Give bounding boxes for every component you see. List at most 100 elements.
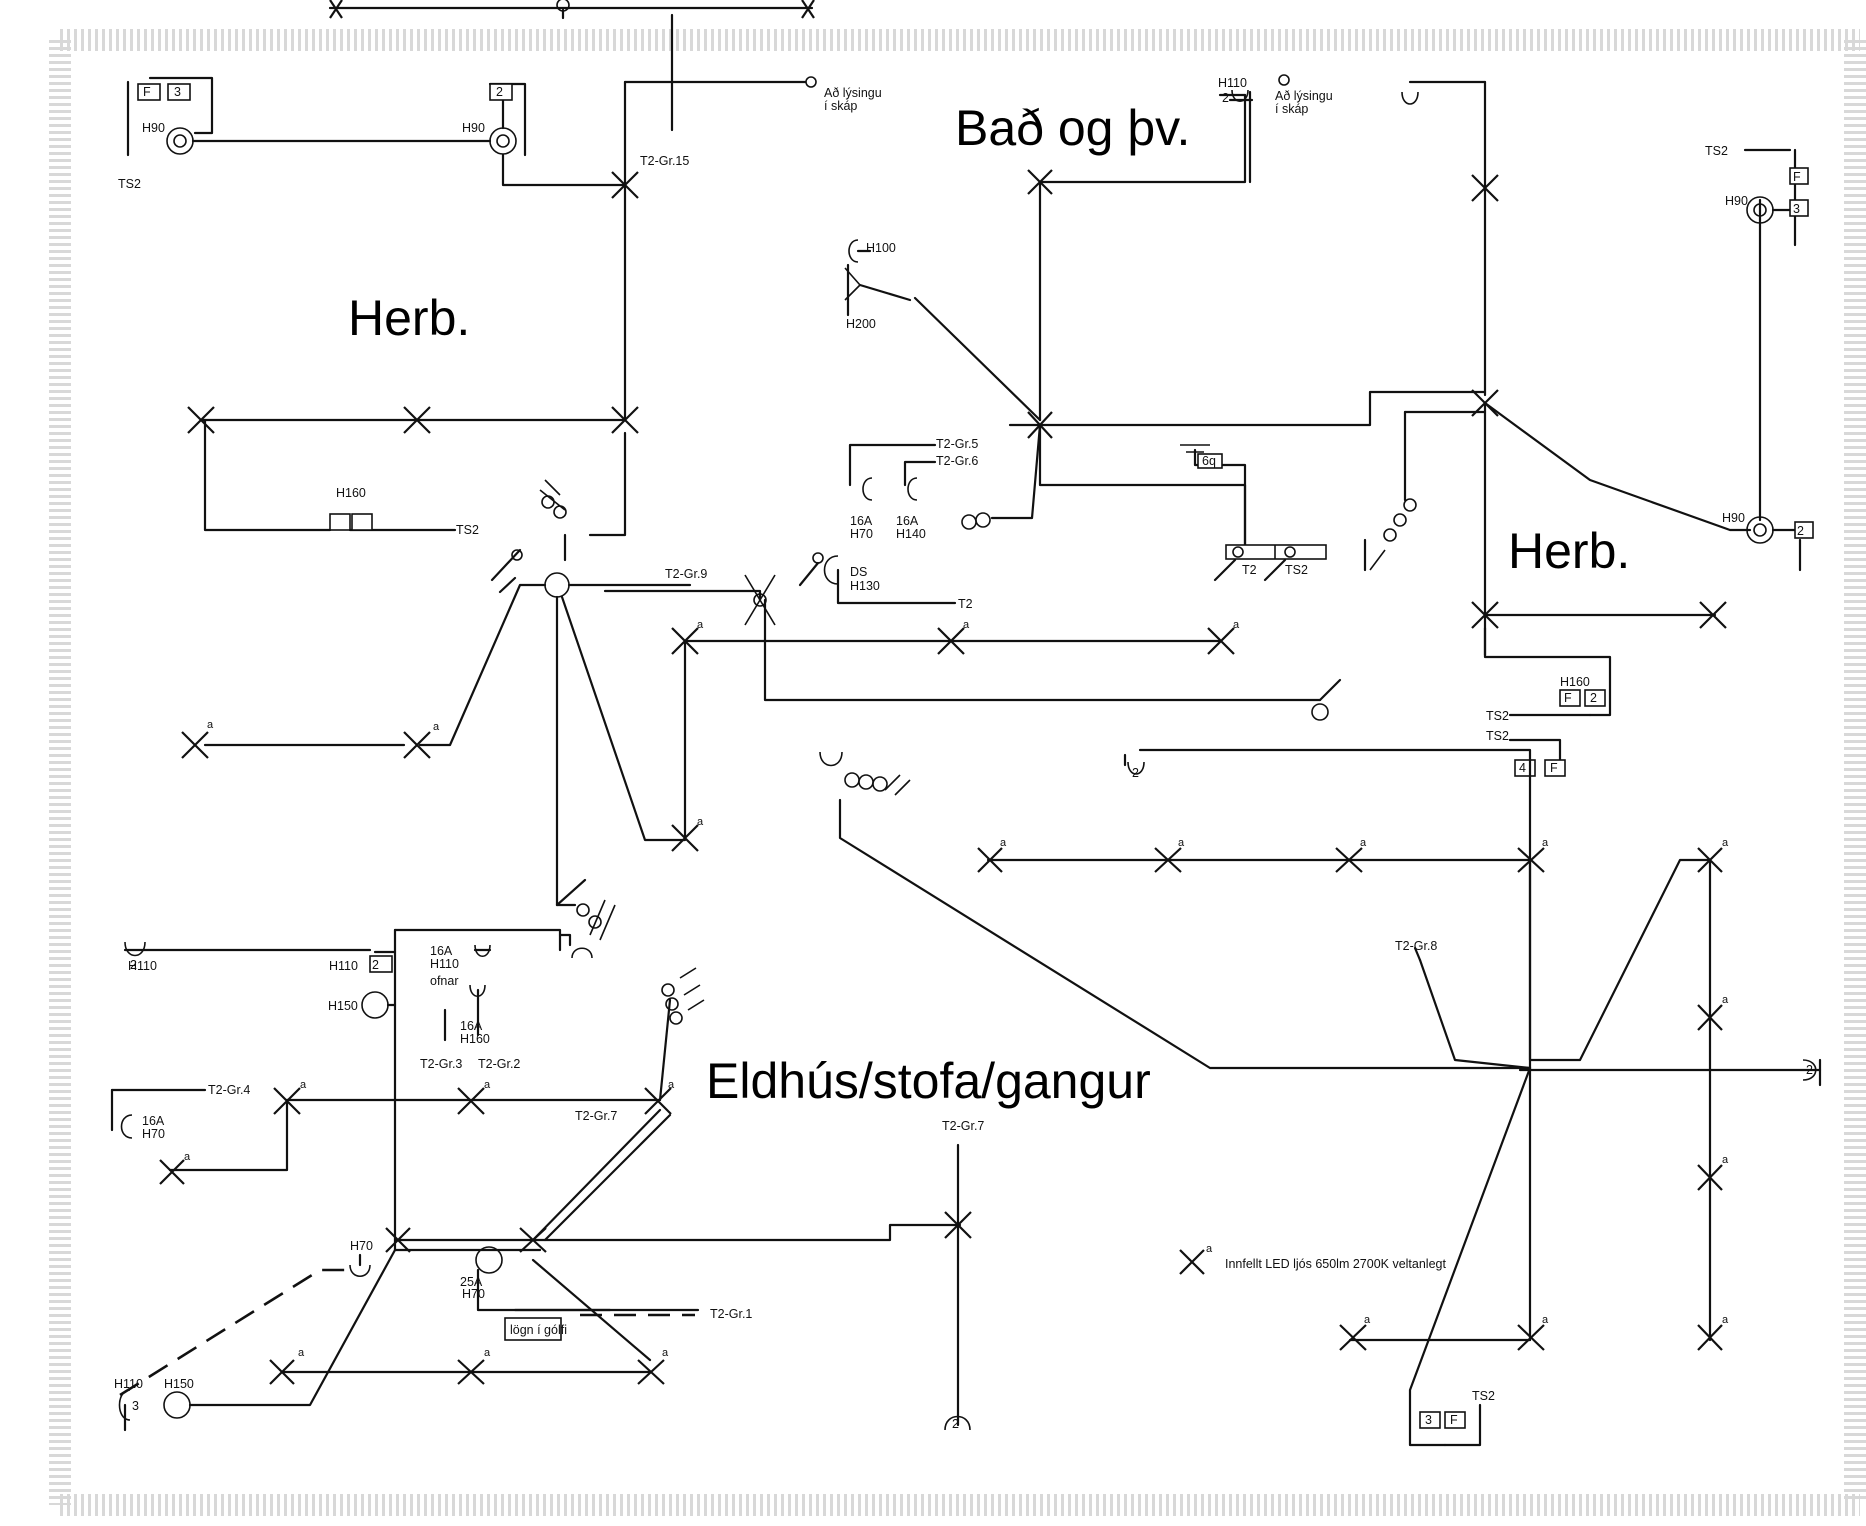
sup-hall4: a bbox=[1542, 837, 1549, 849]
bath-circuit: H110 2 Að lýsingu í skáp H100 H200 T2-Gr… bbox=[844, 74, 1752, 657]
sup-k3: a bbox=[662, 1347, 669, 1359]
label-n4: 4 bbox=[1519, 761, 1526, 775]
sup-k5: a bbox=[484, 1079, 491, 1091]
room-label-herb-left: Herb. bbox=[348, 290, 470, 346]
sup-hall10: a bbox=[1364, 1314, 1371, 1326]
sup-k1: a bbox=[298, 1347, 305, 1359]
label-ts2-bottom: TS2 bbox=[1472, 1389, 1495, 1403]
sup-k7: a bbox=[184, 1151, 191, 1163]
sup-hall2: a bbox=[1178, 837, 1185, 849]
label-ts2-tr: TS2 bbox=[1705, 144, 1728, 158]
label-h90-b: H90 bbox=[462, 121, 485, 135]
label-h160-c: H160 bbox=[460, 1032, 490, 1046]
label-n3-bl: 3 bbox=[132, 1399, 139, 1413]
room-label-kitchen: Eldhús/stofa/gangur bbox=[706, 1053, 1151, 1109]
label-ts2-box: TS2 bbox=[1285, 563, 1308, 577]
label-lysing-b: í skáp bbox=[824, 99, 857, 113]
label-h90-c: H90 bbox=[1725, 194, 1748, 208]
label-t2-gr7-b: T2-Gr.7 bbox=[942, 1119, 984, 1133]
sup-a2: a bbox=[207, 719, 214, 731]
label-ts2-h160: TS2 bbox=[456, 523, 479, 537]
sup-k2: a bbox=[484, 1347, 491, 1359]
sup-a5: a bbox=[1233, 619, 1240, 631]
legend: a Innfellt LED ljós 650lm 2700K veltanle… bbox=[1179, 1243, 1446, 1275]
sup-k4: a bbox=[300, 1079, 307, 1091]
label-n2: 2 bbox=[496, 85, 503, 99]
wall-outline bbox=[49, 29, 1866, 1516]
room-label-herb-right: Herb. bbox=[1508, 523, 1630, 579]
label-ts2-tl: TS2 bbox=[118, 177, 141, 191]
label-t2-box: T2 bbox=[1242, 563, 1257, 577]
bedroom-right-circuit: TS2 H90 H90 F 3 2 H160 TS2 TS2 F 2 4 F bbox=[1363, 144, 1814, 777]
label-h70-3: H70 bbox=[350, 1239, 373, 1253]
legend-text: Innfellt LED ljós 650lm 2700K veltanlegt bbox=[1225, 1257, 1446, 1271]
label-6q: 6q bbox=[1202, 454, 1216, 468]
label-16a-4: 16A bbox=[460, 1019, 483, 1033]
sup-hall7: a bbox=[1722, 1154, 1729, 1166]
label-h110-k: H110 bbox=[128, 959, 157, 973]
label-h130: H130 bbox=[850, 579, 880, 593]
label-h160-b: H160 bbox=[1560, 675, 1590, 689]
room-label-bath: Bað og þv. bbox=[955, 100, 1190, 156]
label-h90-d: H90 bbox=[1722, 511, 1745, 525]
label-16a-3: 16A bbox=[430, 944, 453, 958]
label-n2-k: 2 bbox=[130, 958, 137, 972]
sup-hall9: a bbox=[1542, 1314, 1549, 1326]
sup-hall8: a bbox=[1722, 1314, 1729, 1326]
label-lysing2-a: Að lýsingu bbox=[1275, 89, 1333, 103]
kitchen-circuit: H110 2 H110 2 16A H110 ofnar 16A H160 H1… bbox=[110, 878, 984, 1432]
label-n3-tr: 3 bbox=[1793, 202, 1800, 216]
hall-circuit: 2 2 T2-Gr.8 3 F TS2 a bbox=[819, 748, 1822, 1447]
label-f-tr: F bbox=[1793, 170, 1801, 184]
label-25a: 25A bbox=[460, 1275, 483, 1289]
label-t2-gr9: T2-Gr.9 bbox=[665, 567, 707, 581]
label-t2-gr4: T2-Gr.4 bbox=[208, 1083, 250, 1097]
label-h70-1: H70 bbox=[850, 527, 873, 541]
label-n2-hall: 2 bbox=[1132, 766, 1139, 780]
label-h110-b: H110 bbox=[114, 1377, 143, 1391]
sup-a6: a bbox=[697, 816, 704, 828]
label-lysing-a: Að lýsingu bbox=[824, 86, 882, 100]
label-t2-gr1: T2-Gr.1 bbox=[710, 1307, 752, 1321]
label-h200: H200 bbox=[846, 317, 876, 331]
label-h110-top: H110 bbox=[1218, 76, 1247, 90]
label-h70-4: H70 bbox=[462, 1287, 485, 1301]
label-t2-gr5: T2-Gr.5 bbox=[936, 437, 978, 451]
label-lagn: lögn í gólfi bbox=[510, 1323, 567, 1337]
sup-k6: a bbox=[668, 1079, 675, 1091]
label-h150-a: H150 bbox=[328, 999, 358, 1013]
legend-sup: a bbox=[1206, 1243, 1213, 1255]
label-16a-5: 16A bbox=[142, 1114, 165, 1128]
top-rail bbox=[328, 0, 815, 20]
label-t2-gr6: T2-Gr.6 bbox=[936, 454, 978, 468]
label-h160-a: H160 bbox=[336, 486, 366, 500]
label-ts2-r1: TS2 bbox=[1486, 709, 1509, 723]
label-h70-2: H70 bbox=[142, 1127, 165, 1141]
label-f-r2: F bbox=[1550, 761, 1558, 775]
label-f: F bbox=[143, 85, 151, 99]
label-ts2-r2: TS2 bbox=[1486, 729, 1509, 743]
label-n2-bath: 2 bbox=[1222, 91, 1229, 105]
legend-led-icon bbox=[1179, 1249, 1205, 1275]
label-h90-a: H90 bbox=[142, 121, 165, 135]
sup-hall5: a bbox=[1722, 837, 1729, 849]
label-h100: H100 bbox=[866, 241, 896, 255]
label-n2-k2: 2 bbox=[372, 958, 379, 972]
label-h140: H140 bbox=[896, 527, 926, 541]
switch-hub-center: DS H130 T2 bbox=[744, 552, 1342, 721]
label-t2-gr8: T2-Gr.8 bbox=[1395, 939, 1437, 953]
sup-a1: a bbox=[433, 721, 440, 733]
label-ds: DS bbox=[850, 565, 867, 579]
central-junction: a a a a a a T2-Gr.9 bbox=[181, 479, 1240, 907]
sup-hall6: a bbox=[1722, 994, 1729, 1006]
label-lysing2-b: í skáp bbox=[1275, 102, 1308, 116]
label-16a-1: 16A bbox=[850, 514, 873, 528]
label-f-bottom: F bbox=[1450, 1413, 1458, 1427]
label-t2-small: T2 bbox=[958, 597, 973, 611]
label-n2-gang: 2 bbox=[952, 1417, 959, 1431]
distribution-board bbox=[1225, 544, 1327, 560]
label-t2-gr7-a: T2-Gr.7 bbox=[575, 1109, 617, 1123]
label-t2-gr3: T2-Gr.3 bbox=[420, 1057, 462, 1071]
label-t2-gr2: T2-Gr.2 bbox=[478, 1057, 520, 1071]
